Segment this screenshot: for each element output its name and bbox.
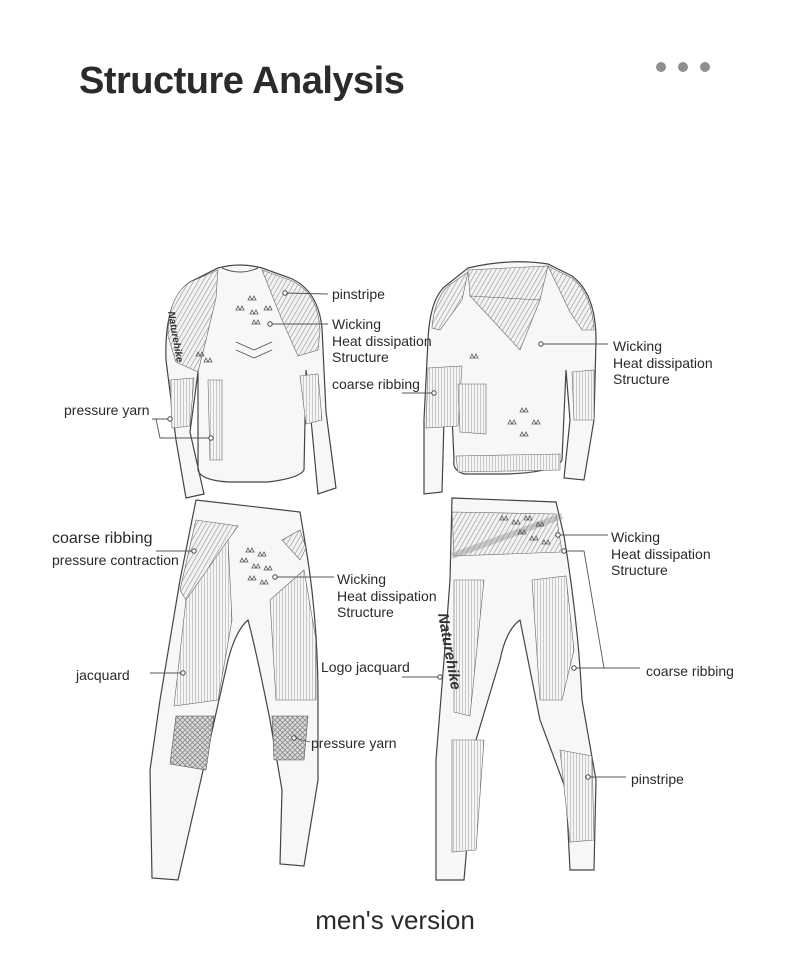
label-line: Wicking: [332, 316, 382, 332]
leader-lines: [150, 290, 640, 780]
label-top-back-wicking: Wicking Heat dissipation Structure: [613, 338, 713, 388]
front-pants: [149, 499, 319, 881]
dot-1: [656, 62, 666, 72]
label-pants-front-wicking: Wicking Heat dissipation Structure: [337, 571, 437, 621]
footer-caption: men's version: [315, 905, 475, 935]
dot-2: [678, 62, 688, 72]
label-pants-jacquard: jacquard: [76, 667, 130, 683]
label-pants-logo-jacquard: Logo jacquard: [321, 659, 410, 675]
label-top-front-pinstripe: pinstripe: [332, 286, 385, 302]
label-top-coarse-ribbing: coarse ribbing: [332, 376, 420, 392]
label-line: Structure: [611, 562, 668, 578]
label-pants-back-wicking: Wicking Heat dissipation Structure: [611, 529, 711, 579]
back-pants: Naturehike: [434, 497, 597, 881]
label-line: Wicking: [337, 571, 387, 587]
label-pants-pressure-yarn: pressure yarn: [311, 735, 397, 751]
label-line: Heat dissipation: [611, 545, 711, 562]
label-line: Heat dissipation: [332, 332, 432, 349]
label-line: Structure: [337, 604, 394, 620]
more-dots-icon[interactable]: [656, 62, 710, 72]
label-pants-back-coarse-ribbing: coarse ribbing: [646, 663, 734, 679]
label-pants-coarse-ribbing: coarse ribbing: [52, 530, 153, 547]
page-title: Structure Analysis: [79, 60, 405, 102]
label-top-front-wicking: Wicking Heat dissipation Structure: [332, 316, 432, 366]
label-line: Structure: [613, 371, 670, 387]
label-line: Heat dissipation: [337, 587, 437, 604]
label-line: Wicking: [613, 338, 663, 354]
label-line: Heat dissipation: [613, 354, 713, 371]
label-top-pressure-yarn: pressure yarn: [64, 402, 150, 418]
label-pants-pressure-contraction: pressure contraction: [52, 552, 179, 568]
dot-3: [700, 62, 710, 72]
label-pants-back-pinstripe: pinstripe: [631, 771, 684, 787]
label-line: Wicking: [611, 529, 661, 545]
front-top: Naturehike: [165, 264, 337, 499]
label-line: Structure: [332, 349, 389, 365]
back-top: [423, 261, 597, 495]
